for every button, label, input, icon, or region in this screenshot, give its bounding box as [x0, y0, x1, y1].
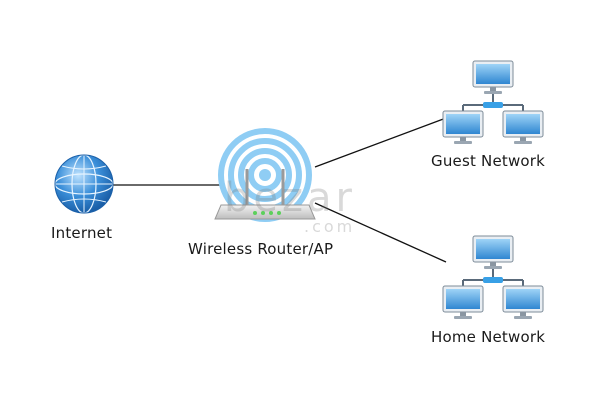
wireless-router-icon	[214, 128, 316, 222]
line-router-guest	[314, 117, 447, 168]
guest-network-icon	[443, 61, 543, 144]
watermark: bezar	[224, 175, 356, 221]
router-label: Wireless Router/AP	[188, 240, 334, 258]
home-network-icon	[443, 236, 543, 319]
globe-icon	[54, 154, 114, 214]
internet-label: Internet	[51, 224, 113, 242]
watermark-sub: .com	[304, 217, 356, 236]
connection-lines	[112, 117, 447, 263]
line-router-home	[314, 202, 447, 263]
home-network-label: Home Network	[431, 328, 546, 346]
guest-network-label: Guest Network	[431, 152, 546, 170]
